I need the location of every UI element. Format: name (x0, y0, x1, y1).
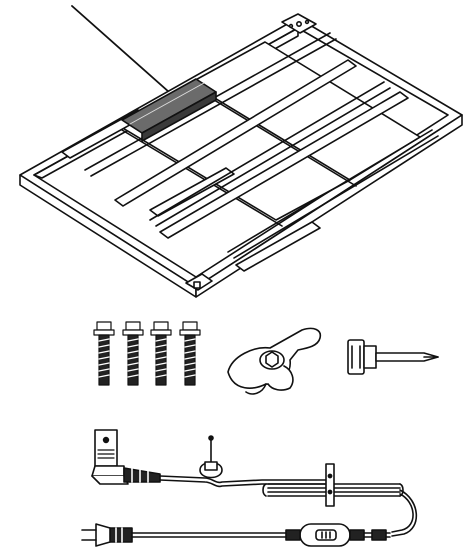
rectangular-frame-icon (19, 5, 463, 298)
frame-corner-brackets (185, 13, 317, 291)
bolt-3 (150, 321, 172, 386)
power-cord-with-switch-icon (81, 429, 418, 547)
cord-coil-bundle (262, 463, 404, 507)
cord-adapter (94, 429, 118, 467)
bolt-1 (93, 321, 115, 386)
cord-hanger (199, 435, 223, 479)
cord-plug (81, 523, 133, 547)
pointer-line (71, 5, 179, 101)
bolt-4 (179, 321, 201, 386)
screwdriver-bit-icon (347, 339, 439, 375)
cord-strain-relief (123, 467, 161, 483)
hex-bolt-icon (93, 321, 201, 386)
wing-nut-wrench-icon (227, 327, 322, 395)
frame-highlighted-bay (121, 78, 217, 142)
inline-switch (285, 523, 387, 547)
bolt-2 (122, 321, 144, 386)
